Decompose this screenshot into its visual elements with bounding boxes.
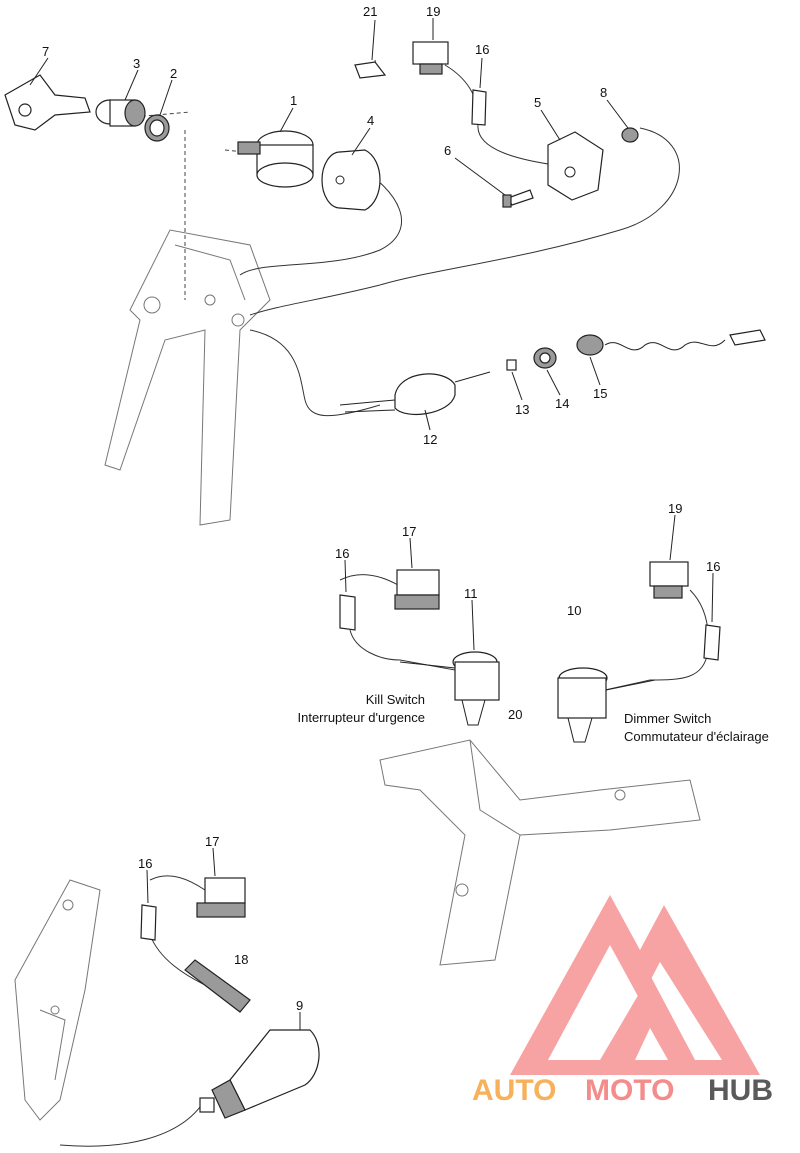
brake-switch-part (199, 1029, 320, 1119)
screw-part (502, 189, 534, 208)
connector-part-17-bottom (196, 877, 246, 918)
callout-19-mid: 19 (668, 501, 682, 516)
sleeve-part-18 (184, 959, 251, 1013)
callout-15: 15 (593, 386, 607, 401)
callout-8: 8 (600, 85, 607, 100)
callout-16-mid-left: 16 (335, 546, 349, 561)
watermark-logo (510, 895, 760, 1075)
leader-lines (29, 18, 714, 1030)
dimmer-switch-label: Dimmer Switch (624, 711, 711, 726)
cylinder-part-12 (339, 371, 491, 415)
nut-ring-part (144, 114, 170, 142)
callout-14: 14 (555, 396, 569, 411)
nut-part-14 (533, 347, 557, 369)
connector-part-19-mid (649, 561, 689, 599)
callout-1: 1 (290, 93, 297, 108)
callout-6: 6 (444, 143, 451, 158)
nut-part-8 (621, 127, 639, 143)
handlebar-frame (379, 739, 701, 966)
watermark-auto: AUTO (472, 1074, 556, 1107)
terminal-part-16-bottom (140, 904, 157, 941)
key-part (4, 74, 91, 131)
terminal-part-16-mid-left (339, 594, 356, 631)
callout-20: 20 (508, 707, 522, 722)
watermark-text: AUTO MOTO HUB (472, 1074, 773, 1107)
connector-part-17-mid (394, 569, 440, 610)
connector-housing-part (321, 149, 381, 211)
callout-17-bottom: 17 (205, 834, 219, 849)
callout-18: 18 (234, 952, 248, 967)
watermark-moto: MOTO (585, 1074, 674, 1107)
callout-17-mid: 17 (402, 524, 416, 539)
terminal-part-16-mid-right (703, 624, 721, 661)
callout-11: 11 (464, 586, 478, 601)
callout-7: 7 (42, 44, 49, 59)
module-part (547, 131, 604, 201)
callout-19-top: 19 (426, 4, 440, 19)
callout-10: 10 (567, 603, 581, 618)
callout-2: 2 (170, 66, 177, 81)
callout-3: 3 (133, 56, 140, 71)
callout-5: 5 (534, 95, 541, 110)
callout-16-mid-right: 16 (706, 559, 720, 574)
clip-part-21 (354, 61, 387, 79)
upper-frame (104, 229, 271, 526)
callout-12: 12 (423, 432, 437, 447)
dimmer-switch-part (557, 667, 656, 743)
tether-part-15 (576, 329, 766, 356)
kill-switch-label-fr: Interrupteur d'urgence (297, 710, 425, 725)
callout-13: 13 (515, 402, 529, 417)
lower-frame (14, 879, 101, 1121)
terminal-part-16-top (471, 89, 487, 126)
connector-part-19-top (412, 41, 449, 75)
grommet-part-13 (506, 359, 517, 371)
callout-16-top: 16 (475, 42, 489, 57)
kill-switch-label: Kill Switch (366, 692, 425, 707)
lock-cylinder-part (95, 99, 146, 127)
watermark-hub: HUB (708, 1074, 773, 1107)
dimmer-switch-label-fr: Commutateur d'éclairage (624, 729, 769, 744)
callout-4: 4 (367, 113, 374, 128)
callout-21: 21 (363, 4, 377, 19)
ignition-switch-part (237, 130, 314, 188)
callout-numbers: 7 3 2 1 4 21 19 16 5 8 6 12 13 14 15 16 … (42, 4, 720, 1013)
wiring (59, 59, 709, 1147)
captions: Kill Switch Interrupteur d'urgence Dimme… (297, 692, 768, 744)
callout-9: 9 (296, 998, 303, 1013)
kill-switch-part (399, 651, 500, 726)
callout-16-bottom: 16 (138, 856, 152, 871)
